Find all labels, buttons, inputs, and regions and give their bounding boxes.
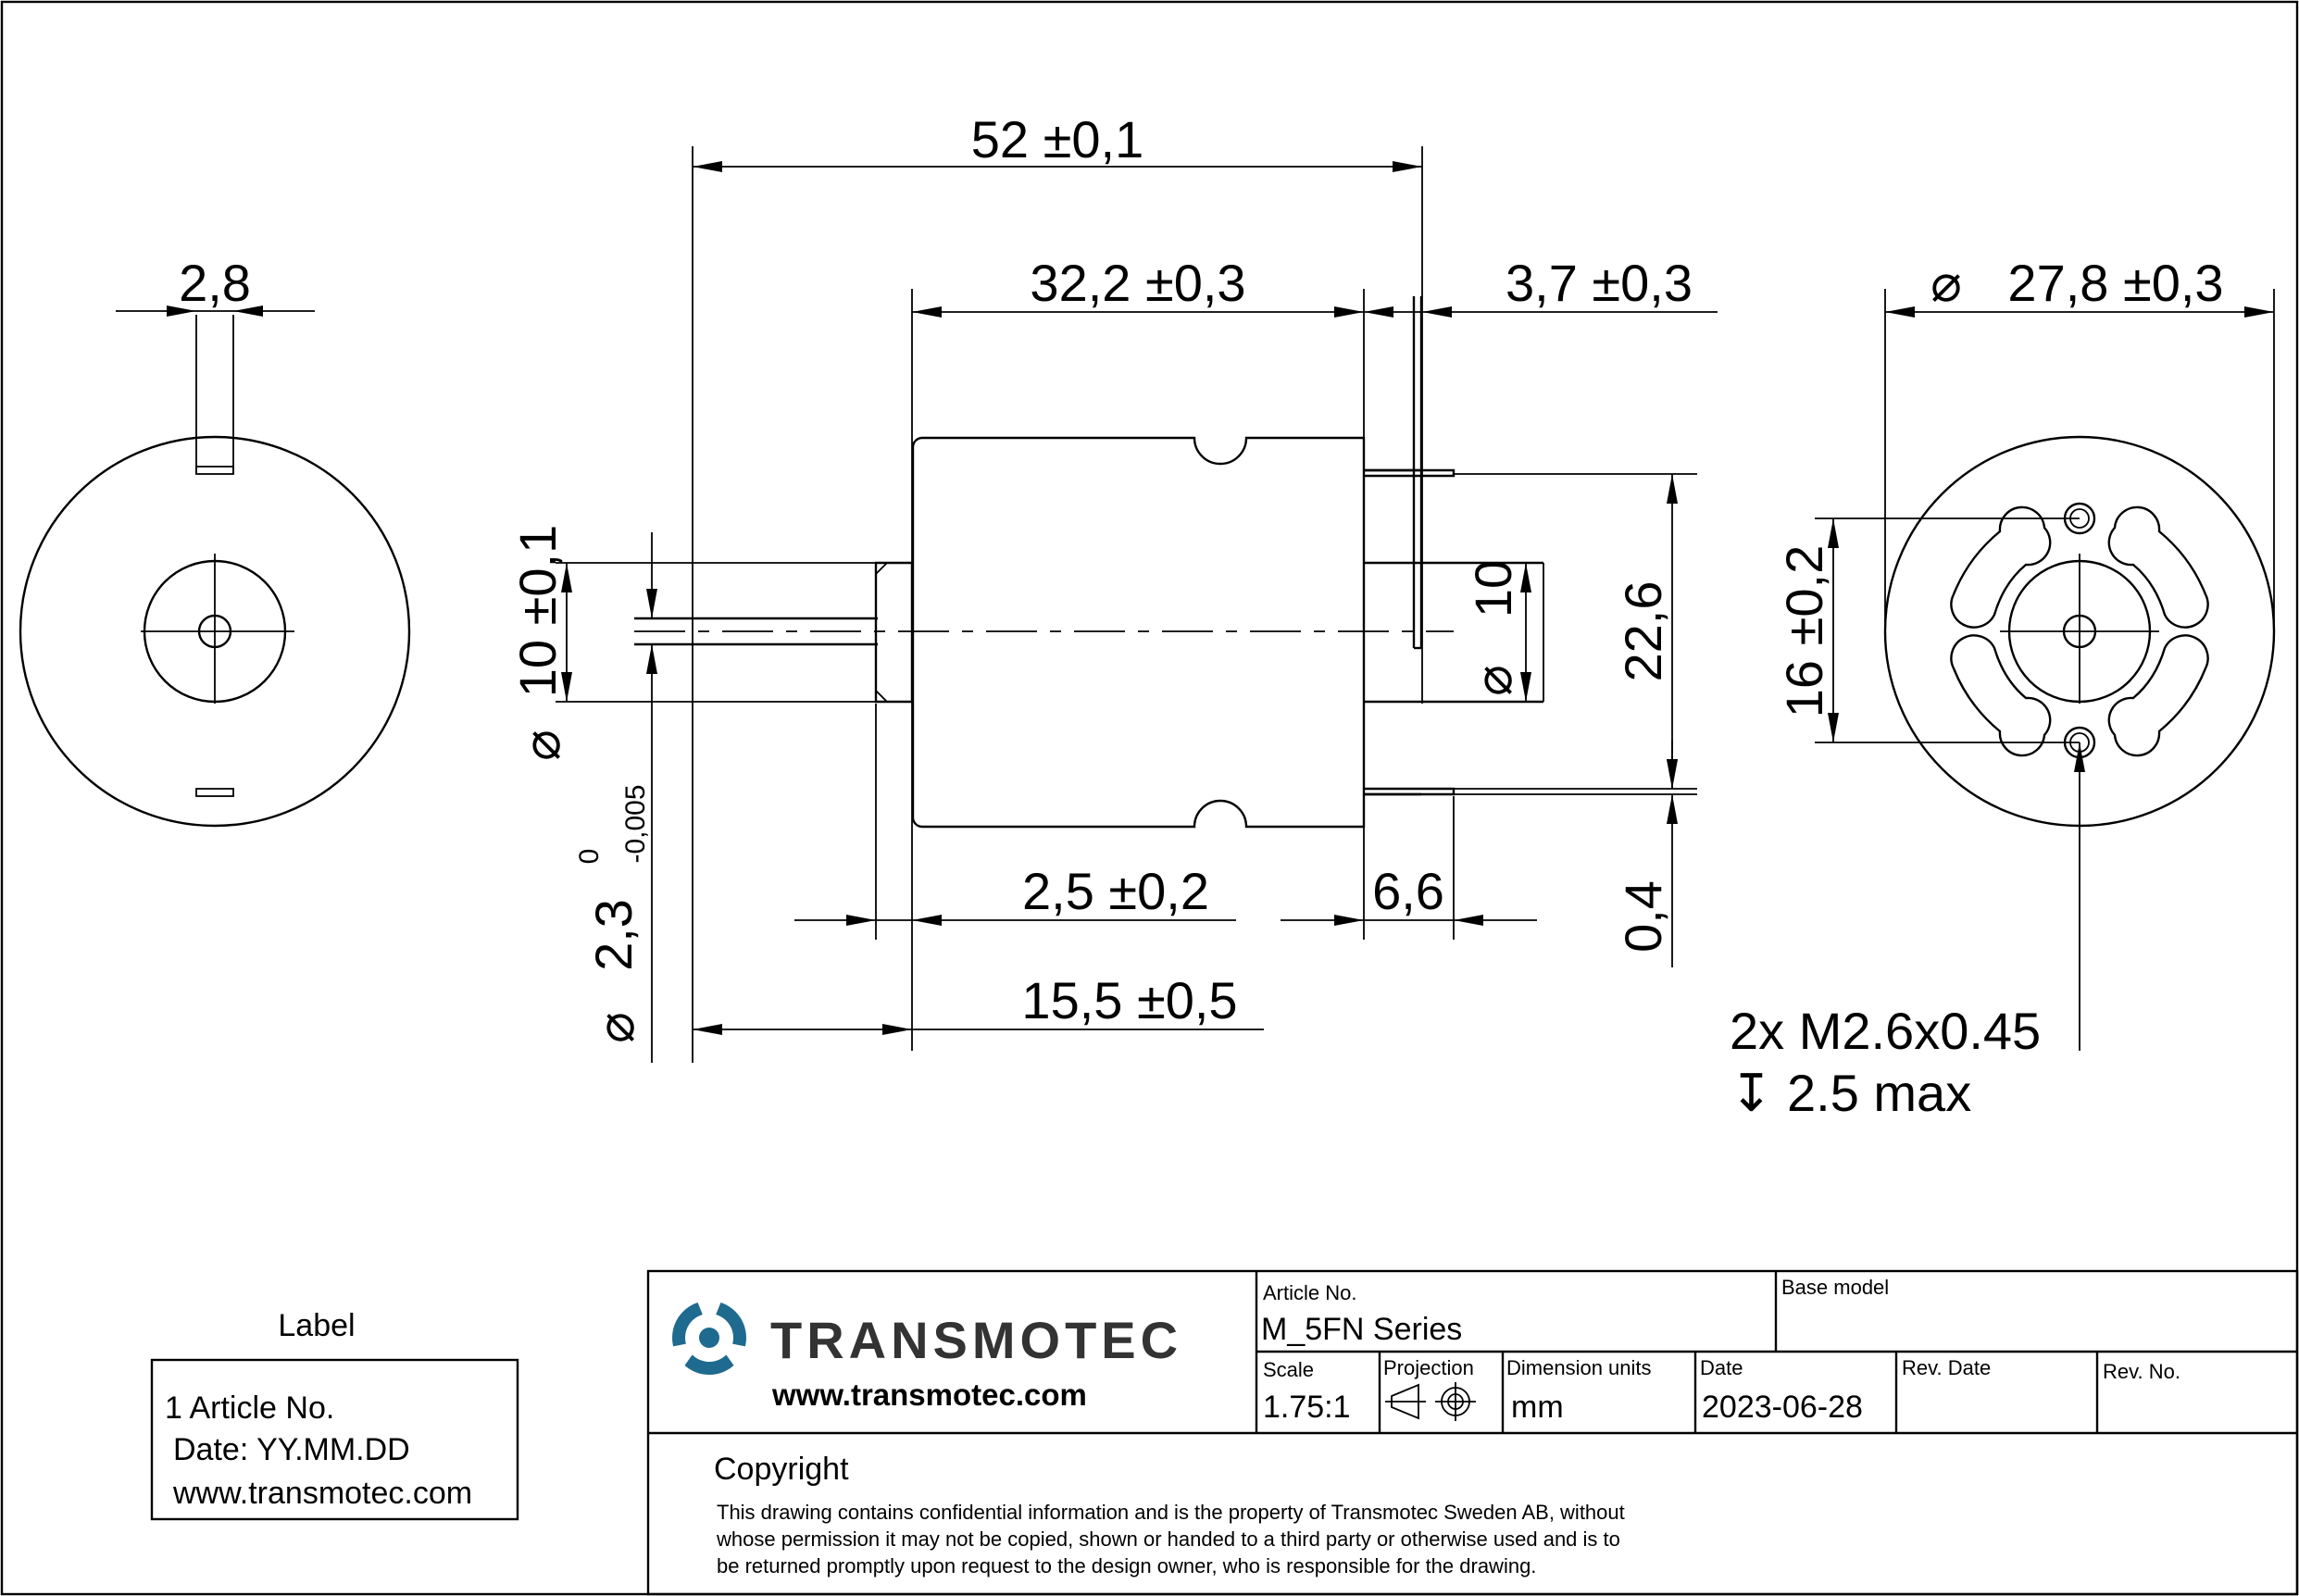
first-angle-projection-icon: [1385, 1382, 1476, 1421]
transmotec-logo: [670, 1299, 748, 1375]
front-boss-length-dimension: 2,5 ±0,2: [1022, 862, 1209, 920]
brand-website: www.transmotec.com: [771, 1378, 1087, 1412]
outer-diameter-symbol: ⌀: [1930, 254, 1962, 312]
projection-label: Projection: [1383, 1356, 1474, 1379]
title-block: [646, 1269, 2299, 1596]
thread-callout: 2x M2.6x0.45: [1730, 1002, 2041, 1060]
body-length-dimension: 32,2 ±0,3: [1030, 254, 1245, 312]
hole-spacing-dimension: 16 ±0,2: [1775, 545, 1833, 717]
label-box: [150, 1358, 519, 1521]
scale-label: Scale: [1263, 1358, 1314, 1381]
dimension-units-label: Dimension units: [1506, 1356, 1652, 1379]
shaft-tolerance-lower: -0,005: [620, 784, 651, 863]
label-line-2: Date: YY.MM.DD: [173, 1432, 410, 1467]
label-line-1: 1 Article No.: [165, 1390, 334, 1426]
boss-diameter-symbol: ⌀: [512, 729, 570, 761]
shaft-diameter-dimension: 2,3: [584, 899, 643, 971]
front-end-view: 2,8: [19, 254, 411, 828]
article-no-value: M_5FN Series: [1261, 1312, 1462, 1347]
rev-no-label: Rev. No.: [2103, 1360, 2180, 1383]
shaft-diameter-symbol: ⌀: [586, 1012, 644, 1043]
date-value: 2023-06-28: [1702, 1390, 1863, 1425]
rev-date-label: Rev. Date: [1902, 1356, 1991, 1379]
boss-diameter-dimension: 10 ±0,1: [508, 525, 567, 697]
label-heading: Label: [278, 1308, 355, 1343]
shaft-length-dimension: 15,5 ±0,5: [1021, 971, 1237, 1029]
outer-diameter-dimension: 27,8 ±0,3: [2007, 254, 2223, 312]
article-no-label: Article No.: [1263, 1281, 1356, 1304]
scale-value: 1.75:1: [1263, 1390, 1351, 1425]
rear-end-view: [1815, 289, 2276, 828]
dimension-units-value: mm: [1511, 1390, 1564, 1425]
base-model-label: Base model: [1781, 1276, 1889, 1299]
copyright-line-3: be returned promptly upon request to the…: [717, 1554, 1536, 1577]
side-view: [634, 296, 1697, 829]
extension-lines: [556, 146, 1544, 1063]
label-line-3: www.transmotec.com: [172, 1476, 472, 1511]
rear-boss-diameter-dimension: 10: [1464, 560, 1522, 617]
shaft-tolerance-upper: 0: [574, 849, 605, 865]
thread-depth-symbol: ↧: [1730, 1064, 1773, 1122]
overall-length-dimension: 52 ±0,1: [971, 110, 1143, 168]
rear-boss-diameter-symbol: ⌀: [1464, 665, 1522, 696]
brand-name: TRANSMOTEC: [770, 1311, 1182, 1369]
terminal-length-dimension: 6,6: [1372, 862, 1444, 920]
terminal-thickness-dimension: 0,4: [1614, 880, 1672, 953]
key-width-dimension: 2,8: [179, 254, 251, 312]
thread-depth: 2.5 max: [1787, 1064, 1971, 1122]
date-label: Date: [1700, 1356, 1743, 1379]
rear-length-dimension: 3,7 ±0,3: [1506, 254, 1693, 312]
copyright-line-2: whose permission it may not be copied, s…: [716, 1527, 1620, 1551]
copyright-line-1: This drawing contains confidential infor…: [717, 1501, 1625, 1524]
terminal-span-dimension: 22,6: [1614, 581, 1672, 682]
copyright-title: Copyright: [714, 1452, 849, 1487]
